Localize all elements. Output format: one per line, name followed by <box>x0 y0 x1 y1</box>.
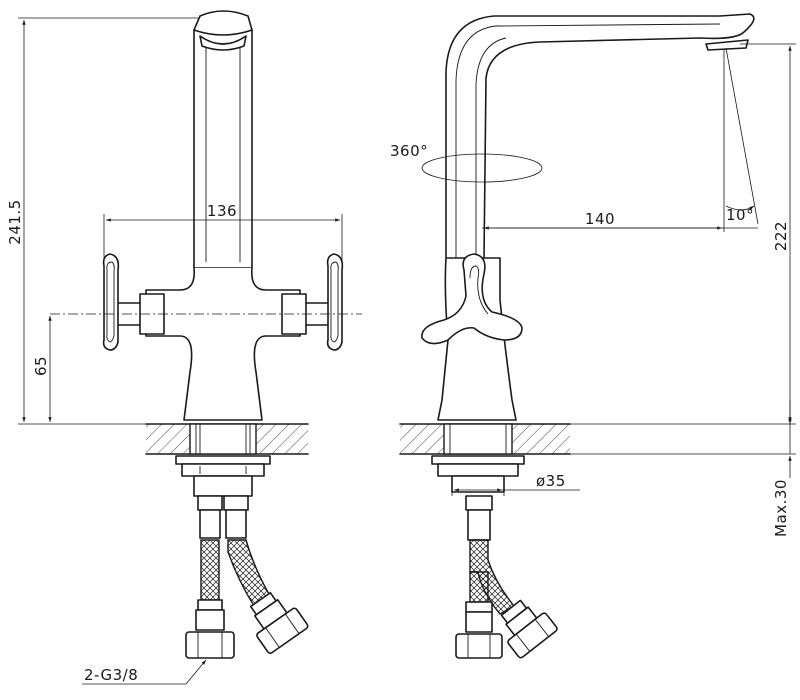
faucet-body-side <box>421 253 523 421</box>
dim-spout-tilt-label: 10° <box>726 206 754 224</box>
supply-hoses-front <box>185 495 309 659</box>
side-view: 360° 140 10° 222 Max.30 <box>390 13 796 659</box>
dim-handle-height-label: 65 <box>32 356 50 376</box>
dim-shank-diameter-label: ø35 <box>536 472 566 490</box>
dim-spout-height-label: 222 <box>772 221 790 251</box>
dim-spout-reach-label: 140 <box>585 210 615 228</box>
dim-spout-reach: 140 <box>482 50 758 232</box>
spout-side <box>445 13 755 259</box>
front-view: 241.5 65 136 2-G3/8 <box>6 10 362 685</box>
faucet-body-front <box>117 267 329 421</box>
dim-handle-height: 65 <box>32 316 52 422</box>
countertop-side <box>399 423 571 455</box>
dim-spout-tilt: 10° <box>725 47 759 225</box>
dim-overall-height-label: 241.5 <box>6 199 24 244</box>
dim-shank-diameter: ø35 <box>451 472 580 496</box>
hose-callout: 2-G3/8 <box>82 659 207 685</box>
dim-spout-height: 222 <box>520 43 796 425</box>
dim-max-thickness-label: Max.30 <box>772 479 790 537</box>
hose-connection-label: 2-G3/8 <box>84 666 138 684</box>
spout-column-front <box>193 10 253 269</box>
handle-right <box>326 253 344 351</box>
dim-handle-spacing-label: 136 <box>207 202 237 220</box>
dim-handle-spacing: 136 <box>103 202 343 262</box>
supply-hose-side <box>455 495 558 659</box>
countertop-front <box>145 423 309 455</box>
mounting-shank-side <box>431 423 525 493</box>
dim-overall-height: 241.5 <box>6 17 198 425</box>
dim-rotation: 360° <box>390 142 543 183</box>
handle-left <box>102 253 120 351</box>
mounting-shank-front <box>175 423 271 497</box>
dim-max-thickness: Max.30 <box>570 400 796 537</box>
dim-rotation-label: 360° <box>390 142 428 160</box>
